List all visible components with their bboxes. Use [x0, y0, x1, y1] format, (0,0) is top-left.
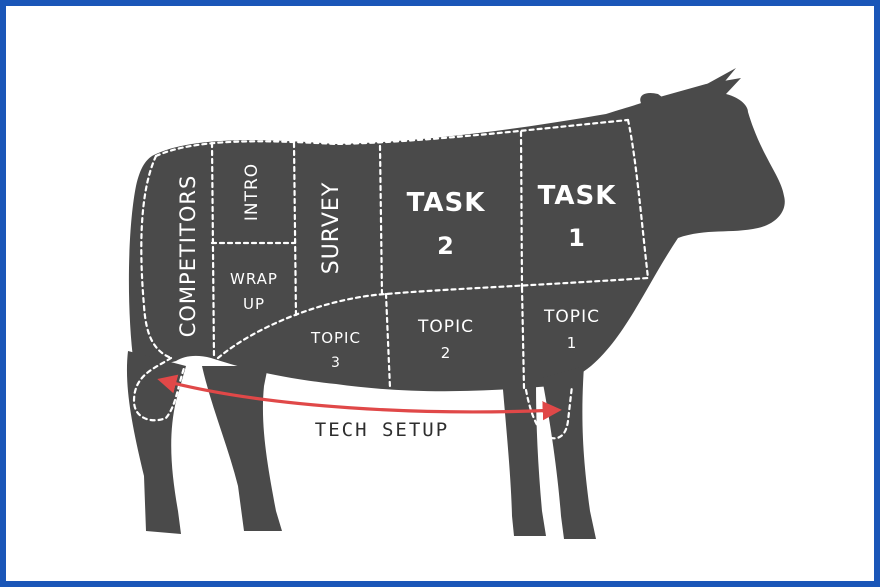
tech-setup-arrow: [157, 374, 562, 421]
cut-lines: [132, 118, 650, 440]
cow-tail: [131, 186, 148, 351]
label-task1-line1: TASK: [538, 181, 617, 211]
cow-cuts-diagram: COMPETITORS INTRO WRAP UP SURVEY TASK 2 …: [126, 68, 785, 539]
label-task1-line2: 1: [568, 224, 586, 252]
label-survey: SURVEY: [319, 182, 344, 275]
label-competitors: COMPETITORS: [176, 175, 200, 338]
label-topic2-line2: 2: [441, 344, 452, 362]
label-topic3-line2: 3: [331, 355, 341, 371]
label-task2-line2: 2: [437, 232, 455, 260]
label-tech-setup: TECH SETUP: [315, 419, 449, 441]
label-intro: INTRO: [242, 163, 262, 221]
label-topic2-line1: TOPIC: [417, 317, 474, 337]
label-topic1-line2: 1: [567, 334, 578, 352]
cow-silhouette: [126, 68, 785, 539]
label-wrap-up-line1: WRAP: [230, 270, 278, 288]
cow-back-leg-left: [126, 351, 186, 534]
cow-body: [128, 78, 785, 392]
label-topic1-line1: TOPIC: [543, 307, 600, 327]
cow-ear: [640, 92, 674, 110]
cow-front-leg-right: [542, 366, 596, 539]
cow-front-leg-left: [502, 378, 546, 536]
label-topic3-line1: TOPIC: [310, 329, 361, 347]
label-task2-line1: TASK: [407, 188, 486, 218]
cow-horn: [696, 68, 736, 90]
label-wrap-up-line2: UP: [243, 295, 265, 313]
